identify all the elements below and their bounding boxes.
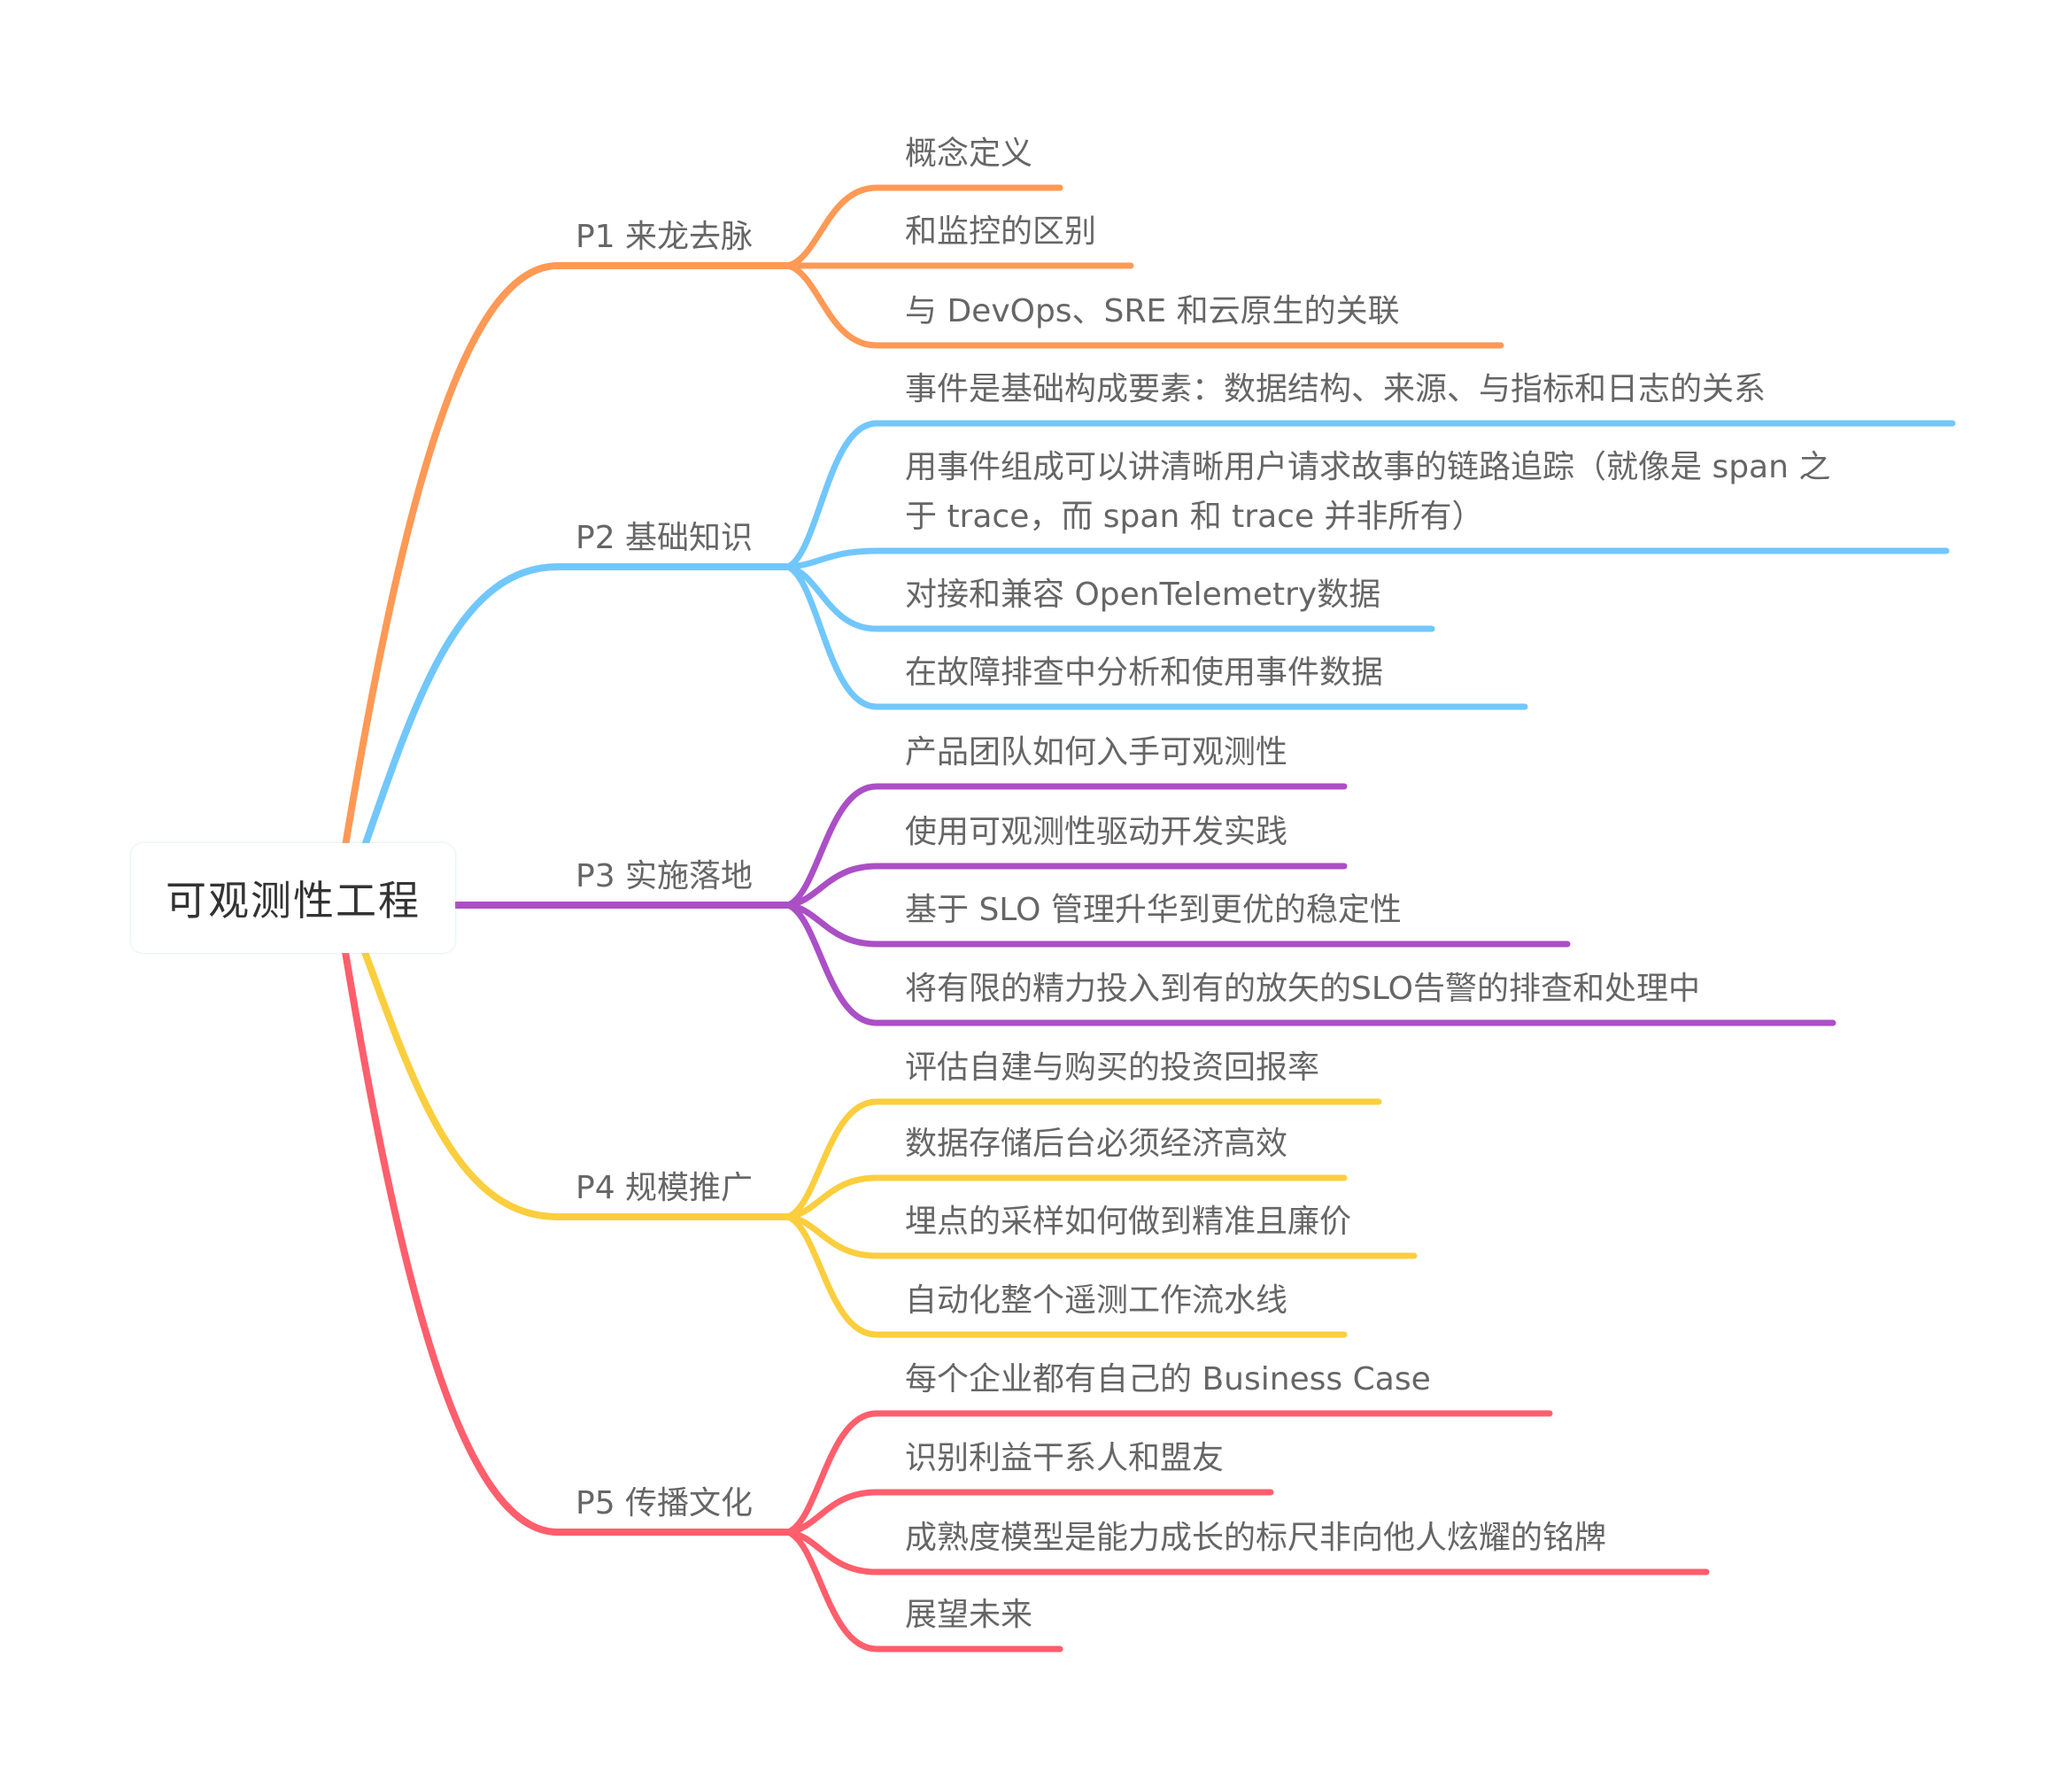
root-node-label: 可观测性工程 [166, 877, 421, 925]
leaf-node-p1-1[interactable]: 概念定义 [905, 135, 1033, 172]
leaf-node-p3-2[interactable]: 使用可观测性驱动开发实践 [905, 814, 1288, 850]
child-line-p5-4 [785, 1529, 1063, 1653]
child-line-p2-1 [785, 420, 1956, 570]
child-line-p3-2 [785, 863, 1348, 909]
child-line-p4-4 [785, 1213, 1348, 1338]
child-line-p2-3 [785, 563, 1435, 632]
child-line-p3-1 [785, 783, 1348, 909]
leaf-node-p5-1[interactable]: 每个企业都有自己的 Business Case [905, 1361, 1431, 1397]
branch-node-p5[interactable]: P5 传播文化 [576, 1485, 754, 1521]
branch-line-p5 [342, 948, 792, 1536]
leaf-node-p2-2[interactable]: 用事件组成可以讲清晰用户请求故事的链路追踪（就像是 span 之 于 trace… [905, 449, 1831, 535]
leaf-node-p4-2[interactable]: 数据存储后台必须经济高效 [905, 1126, 1288, 1162]
child-line-p3-3 [785, 902, 1571, 948]
child-line-p1-1 [785, 184, 1063, 269]
branch-node-p1[interactable]: P1 来龙去脉 [576, 219, 754, 255]
branch-line-p4 [361, 948, 792, 1220]
leaf-node-p2-4[interactable]: 在故障排查中分析和使用事件数据 [905, 654, 1384, 691]
leaf-node-p5-2[interactable]: 识别利益干系人和盟友 [905, 1440, 1225, 1476]
leaf-node-p5-4[interactable]: 展望未来 [905, 1597, 1033, 1633]
child-line-p3-4 [785, 902, 1836, 1026]
child-line-p1-3 [785, 262, 1504, 349]
child-line-p2-4 [785, 563, 1528, 710]
child-line-p4-1 [785, 1098, 1382, 1220]
leaf-node-p3-3[interactable]: 基于 SLO 管理升华到更优的稳定性 [905, 892, 1402, 928]
child-line-p2-2 [785, 547, 1950, 570]
branch-line-p1 [342, 262, 792, 849]
branch-line-p2 [361, 563, 792, 849]
leaf-node-p3-1[interactable]: 产品团队如何入手可观测性 [905, 734, 1288, 770]
child-line-p5-3 [785, 1529, 1710, 1576]
child-line-p4-2 [785, 1174, 1348, 1220]
branch-node-p2[interactable]: P2 基础知识 [576, 520, 754, 556]
leaf-node-p4-1[interactable]: 评估自建与购买的投资回报率 [905, 1049, 1320, 1086]
leaf-node-p1-2[interactable]: 和监控的区别 [905, 213, 1097, 250]
child-line-p4-3 [785, 1213, 1418, 1259]
branch-node-p4[interactable]: P4 规模推广 [576, 1170, 754, 1206]
leaf-node-p4-3[interactable]: 埋点的采样如何做到精准且廉价 [905, 1204, 1352, 1240]
branch-node-p3[interactable]: P3 实施落地 [576, 858, 754, 894]
leaf-node-p2-1[interactable]: 事件是基础构成要素：数据结构、来源、与指标和日志的关系 [905, 371, 1767, 407]
child-line-p5-1 [785, 1410, 1553, 1536]
leaf-node-p1-3[interactable]: 与 DevOps、SRE 和云原生的关联 [905, 293, 1400, 329]
leaf-node-p4-4[interactable]: 自动化整个遥测工作流水线 [905, 1282, 1288, 1319]
child-line-p5-2 [785, 1489, 1274, 1536]
leaf-node-p2-3[interactable]: 对接和兼容 OpenTelemetry数据 [905, 577, 1381, 613]
leaf-node-p5-3[interactable]: 成熟度模型是能力成长的标尺非向他人炫耀的铭牌 [905, 1520, 1607, 1556]
leaf-node-p3-4[interactable]: 将有限的精力投入到有的放矢的SLO告警的排查和处理中 [905, 971, 1700, 1007]
root-node[interactable]: 可观测性工程 [131, 843, 455, 953]
